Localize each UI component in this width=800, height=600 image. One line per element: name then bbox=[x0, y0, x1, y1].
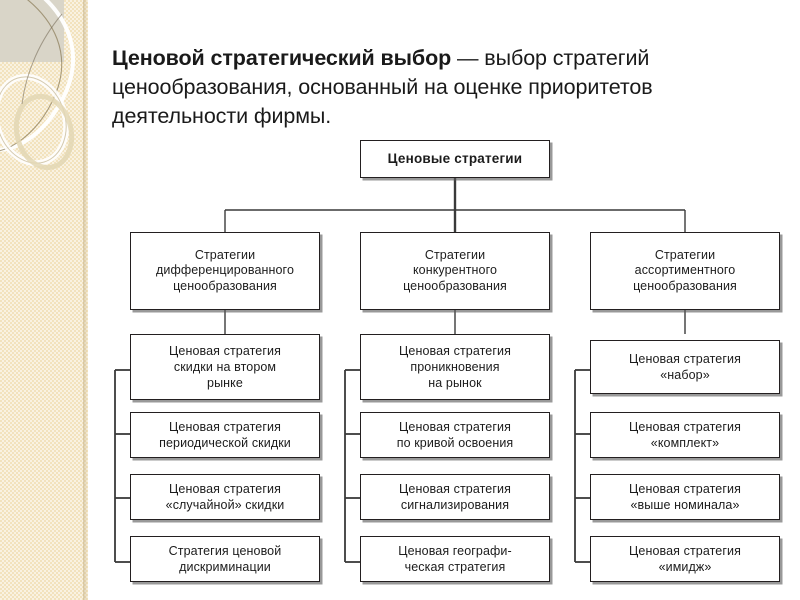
node-category-label: Стратегии конкурентного ценообразования bbox=[403, 247, 507, 293]
node-leaf-label: Ценовая стратегия по кривой освоения bbox=[396, 420, 514, 450]
node-leaf-c1-2[interactable]: Ценовая стратегия периодической скидки bbox=[130, 412, 320, 458]
node-category-label: Стратегии дифференцированного ценообразо… bbox=[156, 247, 294, 293]
sidebar-rings-decoration bbox=[0, 0, 75, 171]
node-leaf-c3-2[interactable]: Ценовая стратегия «комплект» bbox=[590, 412, 780, 458]
node-leaf-label: Ценовая стратегия периодической скидки bbox=[159, 420, 291, 450]
node-leaf-label: Стратегия ценовой дискриминации bbox=[168, 544, 282, 574]
sidebar-texture bbox=[0, 0, 88, 600]
decorative-sidebar bbox=[0, 0, 88, 600]
node-leaf-c2-2[interactable]: Ценовая стратегия по кривой освоения bbox=[360, 412, 550, 458]
sidebar-edge-gradient bbox=[83, 0, 88, 600]
heading-definition: — выбор стратегий ценообразования, основ… bbox=[112, 46, 653, 128]
node-leaf-c3-4[interactable]: Ценовая стратегия «имидж» bbox=[590, 536, 780, 582]
node-leaf-label: Ценовая стратегия проникновения на рынок bbox=[399, 344, 511, 390]
node-leaf-c3-3[interactable]: Ценовая стратегия «выше номинала» bbox=[590, 474, 780, 520]
node-leaf-c2-4[interactable]: Ценовая географи- ческая стратегия bbox=[360, 536, 550, 582]
node-leaf-c1-3[interactable]: Ценовая стратегия «случайной» скидки bbox=[130, 474, 320, 520]
node-category-assortment[interactable]: Стратегии ассортиментного ценообразовани… bbox=[590, 232, 780, 310]
node-leaf-label: Ценовая географи- ческая стратегия bbox=[398, 544, 512, 574]
node-leaf-label: Ценовая стратегия «имидж» bbox=[629, 544, 741, 574]
page-heading: Ценовой стратегический выбор — выбор стр… bbox=[112, 44, 784, 131]
heading-term: Ценовой стратегический выбор bbox=[112, 46, 452, 70]
node-root-pricing-strategies[interactable]: Ценовые стратегии bbox=[360, 140, 550, 178]
node-leaf-c1-4[interactable]: Стратегия ценовой дискриминации bbox=[130, 536, 320, 582]
node-leaf-label: Ценовая стратегия «комплект» bbox=[629, 420, 741, 450]
node-leaf-c3-1[interactable]: Ценовая стратегия «набор» bbox=[590, 340, 780, 394]
node-leaf-c1-1[interactable]: Ценовая стратегия скидки на втором рынке bbox=[130, 334, 320, 400]
node-leaf-c2-1[interactable]: Ценовая стратегия проникновения на рынок bbox=[360, 334, 550, 400]
node-leaf-c2-3[interactable]: Ценовая стратегия сигнализирования bbox=[360, 474, 550, 520]
node-leaf-label: Ценовая стратегия «случайной» скидки bbox=[165, 482, 285, 512]
node-leaf-label: Ценовая стратегия «набор» bbox=[629, 352, 741, 382]
node-leaf-label: Ценовая стратегия «выше номинала» bbox=[629, 482, 741, 512]
node-leaf-label: Ценовая стратегия сигнализирования bbox=[399, 482, 511, 512]
node-category-competitive[interactable]: Стратегии конкурентного ценообразования bbox=[360, 232, 550, 310]
node-leaf-label: Ценовая стратегия скидки на втором рынке bbox=[169, 344, 281, 390]
node-category-differentiated[interactable]: Стратегии дифференцированного ценообразо… bbox=[130, 232, 320, 310]
node-category-label: Стратегии ассортиментного ценообразовани… bbox=[633, 247, 737, 293]
node-root-label: Ценовые стратегии bbox=[387, 151, 523, 166]
